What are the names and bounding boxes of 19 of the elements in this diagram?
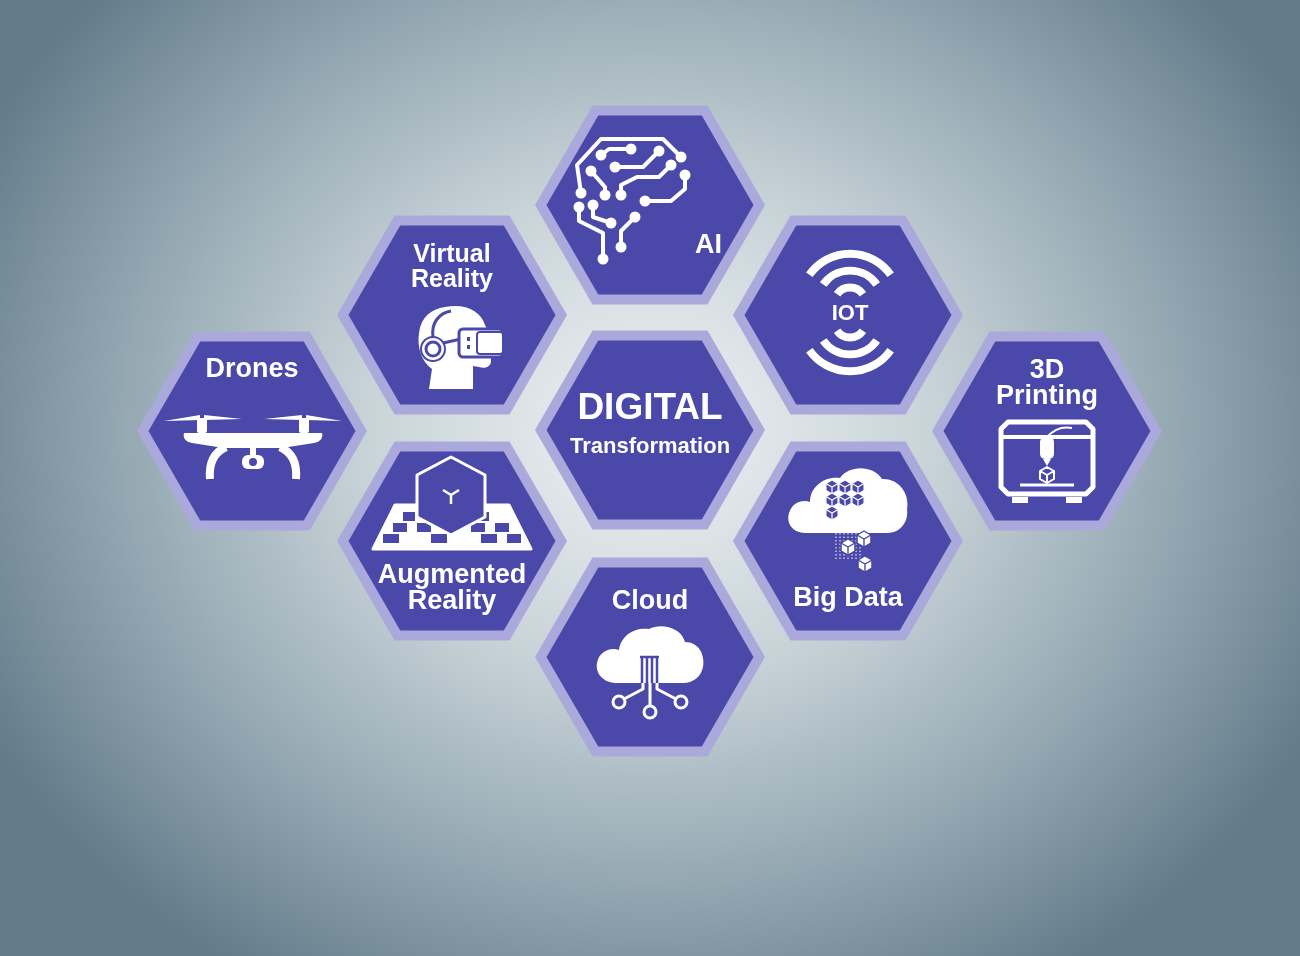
hexagon-tile	[932, 331, 1162, 531]
tile-label: Cloud	[611, 585, 689, 615]
tile-label: Drones	[205, 353, 299, 383]
tile-label: Augmented Reality	[377, 561, 527, 613]
tile-label: Big Data	[793, 582, 903, 612]
tile-title: DIGITAL	[577, 386, 723, 428]
tile-label: Virtual Reality	[411, 241, 493, 291]
hexagon-tile	[535, 330, 765, 530]
hexagon-tile	[337, 215, 567, 415]
hexagon-tile	[535, 105, 765, 305]
tile-label: AI	[695, 229, 722, 259]
hexagon-tile	[337, 441, 567, 641]
hexagon-tile	[733, 215, 963, 415]
tile-label: IOT	[831, 300, 869, 325]
tile-label: 3D Printing	[996, 356, 1098, 408]
hexagon-tile	[733, 441, 963, 641]
tile-subtitle: Transformation	[569, 433, 731, 459]
hexagon-tile	[137, 331, 367, 531]
hexagon-tile	[535, 557, 765, 757]
